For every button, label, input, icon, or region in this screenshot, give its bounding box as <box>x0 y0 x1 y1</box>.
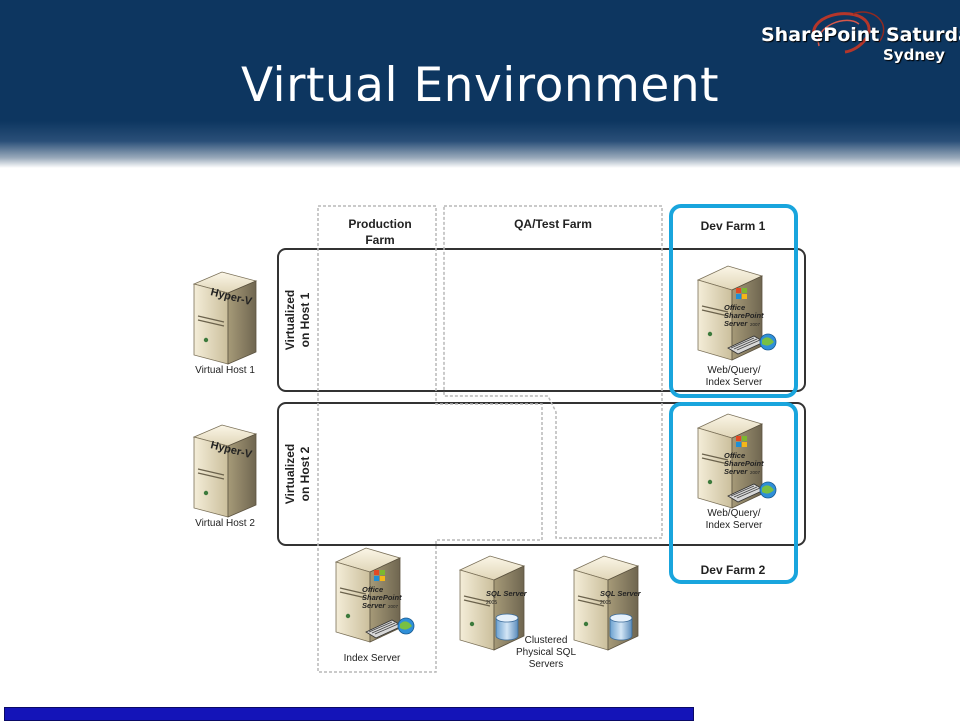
dev-farm-1-sharepoint-server-icon: Office SharePoint Server 2007 <box>697 265 777 361</box>
index-server-label: Index Server <box>344 653 401 664</box>
index-sharepoint-server-icon: Office SharePoint Server 2007 <box>335 547 415 643</box>
dev1-product-line3: Server <box>724 319 748 328</box>
dev2-product-line3: Server <box>724 467 748 476</box>
production-farm-boundary <box>317 205 543 673</box>
sql1-version: 2005 <box>486 600 497 606</box>
index-product-line2: SharePoint <box>362 593 402 602</box>
slide-header <box>0 0 960 168</box>
logo-line2: Sydney <box>883 46 945 64</box>
hyperv-host-1-icon: Hyper-V <box>193 271 257 365</box>
dev1-product-line2: SharePoint <box>724 311 764 320</box>
footer-bar <box>4 707 694 721</box>
dev2-product-version: 2007 <box>750 470 761 475</box>
dev-farm-2-sharepoint-server-icon: Office SharePoint Server 2007 <box>697 413 777 509</box>
sql-label-line1: Clustered <box>525 635 568 646</box>
host1-row-label-line1: Virtualized <box>283 290 297 350</box>
slide-title: Virtual Environment <box>240 58 720 113</box>
sql-server-2-icon: SQL Server 2005 <box>573 555 642 651</box>
sql-label-line2: Physical SQL <box>516 647 576 658</box>
hyperv-host-2-icon: Hyper-V <box>193 424 257 518</box>
dev1-product-version: 2007 <box>750 322 761 327</box>
dev1-server-label-line2: Index Server <box>706 377 763 388</box>
host1-row-frame <box>277 248 806 392</box>
dev1-product-line1: Office <box>724 303 745 312</box>
sql-server-1-icon: SQL Server 2005 <box>459 555 528 651</box>
host2-row-label-line2: on Host 2 <box>298 446 312 501</box>
dev2-product-line1: Office <box>724 451 745 460</box>
dev2-product-line2: SharePoint <box>724 459 764 468</box>
sharepoint-saturday-logo: SharePoint Saturday Sydney <box>755 6 960 72</box>
sql2-product: SQL Server <box>600 589 642 598</box>
host2-row-label-line1: Virtualized <box>283 444 297 504</box>
sql1-product: SQL Server <box>486 589 528 598</box>
sql-label-line3: Servers <box>529 659 563 670</box>
index-product-line1: Office <box>362 585 383 594</box>
dev-farm-1-highlight <box>669 204 798 398</box>
virtual-host-2-label: Virtual Host 2 <box>195 518 255 529</box>
dev-farm-1-label: Dev Farm 1 <box>701 219 766 233</box>
dev-farm-2-label: Dev Farm 2 <box>701 563 766 577</box>
dev-farm-2-highlight <box>669 402 798 584</box>
sql2-version: 2005 <box>600 600 611 606</box>
dev1-server-label-line1: Web/Query/ <box>707 365 760 376</box>
virtual-host-1-label: Virtual Host 1 <box>195 365 255 376</box>
logo-swirl-icon <box>812 11 885 54</box>
dev2-server-label-line2: Index Server <box>706 520 763 531</box>
logo-line1: SharePoint Saturday <box>761 24 960 46</box>
index-product-line3: Server <box>362 601 386 610</box>
index-product-version: 2007 <box>388 604 399 609</box>
host2-row-frame <box>277 402 806 546</box>
dev2-server-label-line1: Web/Query/ <box>707 508 760 519</box>
host1-row-label-line2: on Host 1 <box>298 292 312 347</box>
production-farm-label-line1: Production <box>348 217 411 231</box>
production-farm-label-line2: Farm <box>365 233 394 247</box>
qa-test-farm-label: QA/Test Farm <box>514 217 592 231</box>
qa-test-farm-boundary <box>443 205 663 539</box>
